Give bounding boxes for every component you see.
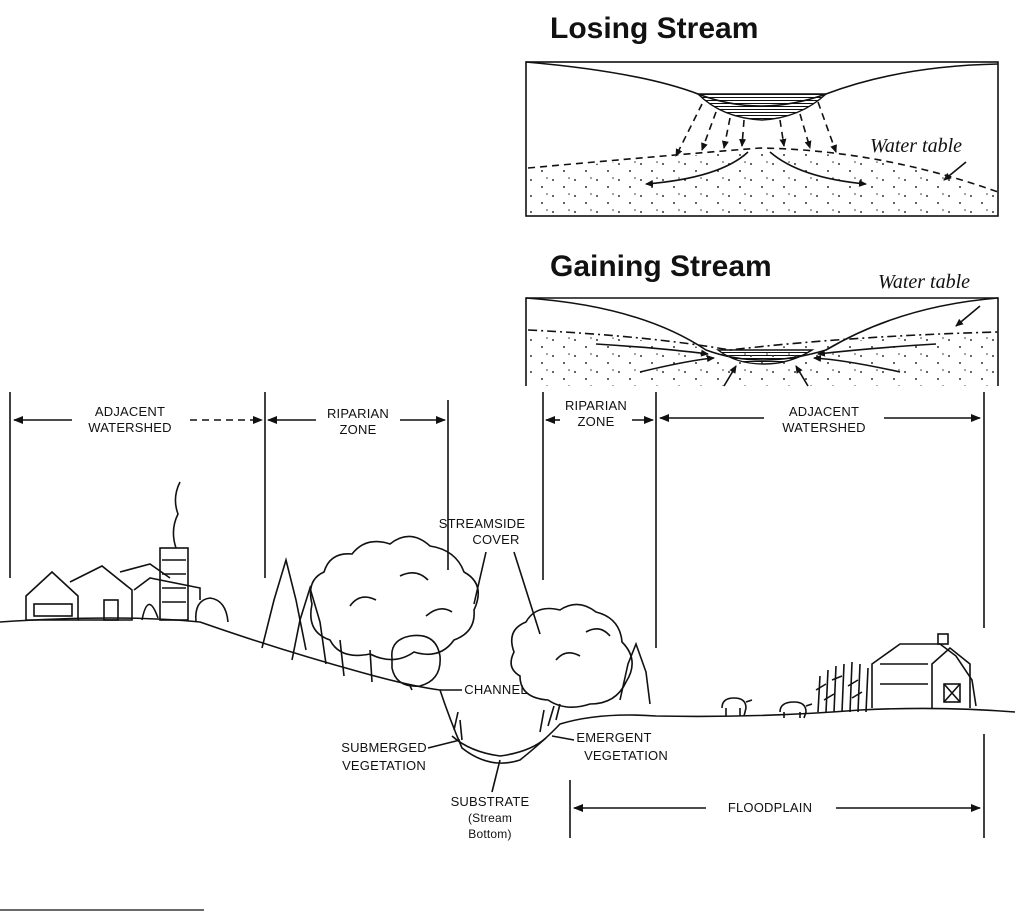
feature-label-streamside-cover-1: STREAMSIDE — [439, 516, 526, 531]
cattle — [721, 697, 813, 719]
shrubs-left — [141, 597, 229, 623]
zone-label-adjacent-right-2: WATERSHED — [782, 420, 865, 435]
feature-label-streamside-cover-2: COVER — [472, 532, 519, 547]
zone-label-adjacent-right-1: ADJACENT — [789, 404, 859, 419]
feature-emergent-vegetation: EMERGENT VEGETATION — [551, 730, 668, 763]
zone-label-riparian-left-1: RIPARIAN — [327, 406, 389, 421]
house-left — [25, 563, 201, 621]
zone-label-adjacent-left-1: ADJACENT — [95, 404, 165, 419]
losing-stream-title: Losing Stream — [550, 12, 758, 45]
losing-seepage-arrows — [645, 101, 867, 187]
zone-adjacent-watershed-right: ADJACENT WATERSHED — [659, 404, 981, 435]
feature-submerged-vegetation: SUBMERGED VEGETATION — [341, 739, 461, 773]
feature-label-emergent-2: VEGETATION — [584, 748, 668, 763]
feature-label-submerged-1: SUBMERGED — [341, 740, 427, 755]
feature-label-emergent-1: EMERGENT — [576, 730, 651, 745]
feature-label-submerged-2: VEGETATION — [342, 758, 426, 773]
feature-label-floodplain: FLOODPLAIN — [728, 800, 812, 815]
barn — [871, 633, 977, 708]
zone-label-riparian-right-1: RIPARIAN — [565, 398, 627, 413]
zone-label-riparian-right-2: ZONE — [578, 414, 615, 429]
zone-riparian-left: RIPARIAN ZONE — [267, 406, 446, 437]
chimney — [159, 481, 189, 621]
feature-label-substrate-2: (Stream — [468, 811, 512, 825]
losing-water-table-pointer — [943, 161, 967, 181]
gaining-water-table — [527, 329, 999, 351]
gaining-stream-panel: Gaining Stream Water table — [525, 250, 999, 387]
gaining-water-table-label: Water table — [878, 271, 970, 293]
landscape — [0, 481, 1015, 764]
gaining-inflow-arrows — [595, 343, 937, 387]
corn-field — [815, 661, 869, 713]
losing-stream-panel: Losing Stream Water table — [525, 12, 999, 217]
riparian-trees-right — [510, 603, 651, 708]
feature-label-channel: CHANNEL — [464, 682, 528, 697]
stream-channel — [451, 735, 547, 757]
losing-stream-water — [696, 93, 828, 121]
feature-channel: CHANNEL — [440, 682, 528, 697]
channel-vegetation — [453, 703, 561, 741]
losing-water-table-label: Water table — [870, 135, 962, 157]
feature-streamside-cover: STREAMSIDE COVER — [439, 516, 541, 635]
losing-water-table — [527, 147, 999, 193]
feature-label-substrate-3: Bottom) — [468, 827, 511, 841]
losing-aquifer — [528, 150, 998, 216]
feature-label-substrate-1: SUBSTRATE — [451, 794, 530, 809]
zone-dividers — [9, 392, 985, 648]
zone-adjacent-watershed-left: ADJACENT WATERSHED — [13, 404, 263, 435]
gaining-stream-title: Gaining Stream — [550, 250, 772, 283]
riparian-trees-left — [261, 535, 480, 691]
gaining-aquifer — [528, 332, 998, 386]
feature-substrate: SUBSTRATE (Stream Bottom) — [451, 759, 530, 841]
zone-riparian-right: RIPARIAN ZONE — [545, 398, 654, 429]
zone-label-riparian-left-2: ZONE — [340, 422, 377, 437]
feature-floodplain: FLOODPLAIN — [569, 734, 985, 838]
zone-label-adjacent-left-2: WATERSHED — [88, 420, 171, 435]
ground-line — [0, 617, 1015, 764]
gaining-water-table-pointer — [955, 305, 981, 327]
